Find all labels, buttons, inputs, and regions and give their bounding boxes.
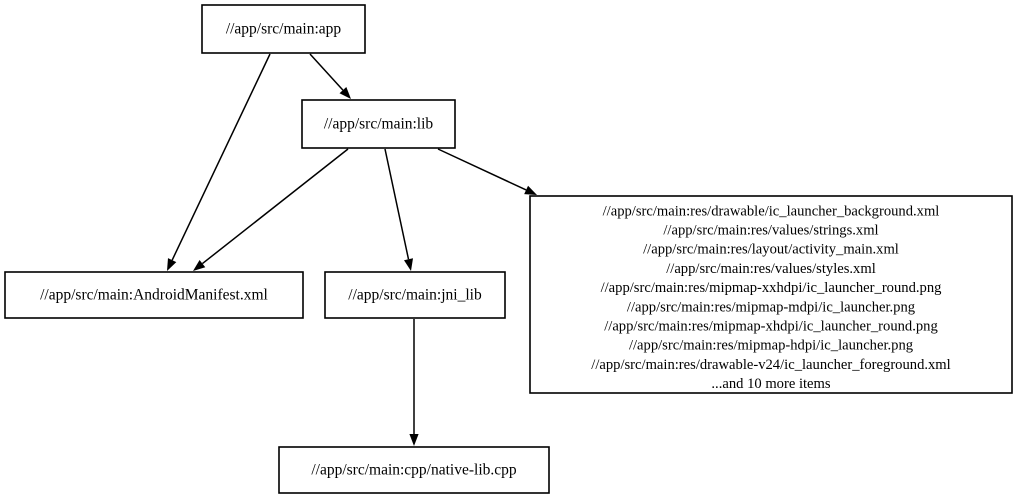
resource-line: ...and 10 more items — [711, 376, 830, 392]
edge-shaft — [171, 53, 271, 261]
resource-line: //app/src/main:res/mipmap-hdpi/ic_launch… — [629, 338, 914, 354]
graph-node-jni_lib[interactable]: //app/src/main:jni_lib — [324, 271, 506, 319]
resource-line: //app/src/main:res/values/strings.xml — [663, 223, 878, 239]
node-border — [301, 99, 456, 149]
graph-edge-lib-to-resources — [437, 148, 537, 195]
edge-arrowhead — [403, 258, 413, 271]
graph-node-lib[interactable]: //app/src/main:lib — [301, 99, 456, 149]
edge-arrowhead — [409, 434, 419, 446]
graph-edge-app-to-lib — [309, 53, 351, 99]
edges-layer — [167, 53, 537, 446]
node-border — [529, 195, 1013, 394]
edge-shaft — [437, 148, 527, 191]
resource-line: //app/src/main:res/drawable/ic_launcher_… — [603, 203, 940, 219]
resource-line: //app/src/main:res/mipmap-xxhdpi/ic_laun… — [601, 280, 943, 296]
edge-shaft — [309, 53, 344, 91]
resource-line: //app/src/main:res/mipmap-xhdpi/ic_launc… — [604, 319, 938, 335]
graph-node-manifest[interactable]: //app/src/main:AndroidManifest.xml — [4, 271, 304, 319]
node-border — [201, 4, 366, 54]
resource-line: //app/src/main:res/drawable-v24/ic_launc… — [591, 357, 950, 373]
node-border — [324, 271, 506, 319]
node-border — [4, 271, 304, 319]
graph-edge-app-to-manifest — [167, 53, 271, 271]
edge-arrowhead — [524, 185, 537, 195]
resource-line: //app/src/main:res/values/styles.xml — [666, 261, 876, 277]
graph-edge-jni-lib-to-native-lib — [409, 319, 419, 446]
edge-shaft — [201, 148, 349, 265]
node-label: //app/src/main:app — [226, 21, 342, 38]
resource-line: //app/src/main:res/layout/activity_main.… — [643, 242, 899, 258]
edge-arrowhead — [167, 258, 177, 271]
graph-edge-lib-to-jni-lib — [384, 148, 413, 271]
node-label: //app/src/main:lib — [324, 116, 434, 133]
node-label: //app/src/main:AndroidManifest.xml — [40, 287, 268, 304]
graph-node-native_lib[interactable]: //app/src/main:cpp/native-lib.cpp — [278, 446, 550, 494]
node-label: //app/src/main:cpp/native-lib.cpp — [311, 462, 517, 479]
edge-arrowhead — [193, 259, 206, 271]
resource-line: //app/src/main:res/mipmap-mdpi/ic_launch… — [627, 299, 916, 315]
node-border — [278, 446, 550, 494]
edge-arrowhead — [339, 87, 351, 99]
edge-shaft — [384, 148, 410, 260]
graph-edge-lib-to-manifest — [193, 148, 349, 271]
nodes-layer: //app/src/main:app //app/src/main:lib //ap… — [4, 4, 1013, 494]
graph-node-resources[interactable]: //app/src/main:res/drawable/ic_launcher_… — [529, 195, 1013, 394]
node-label: //app/src/main:jni_lib — [348, 287, 482, 304]
graph-node-app[interactable]: //app/src/main:app — [201, 4, 366, 54]
